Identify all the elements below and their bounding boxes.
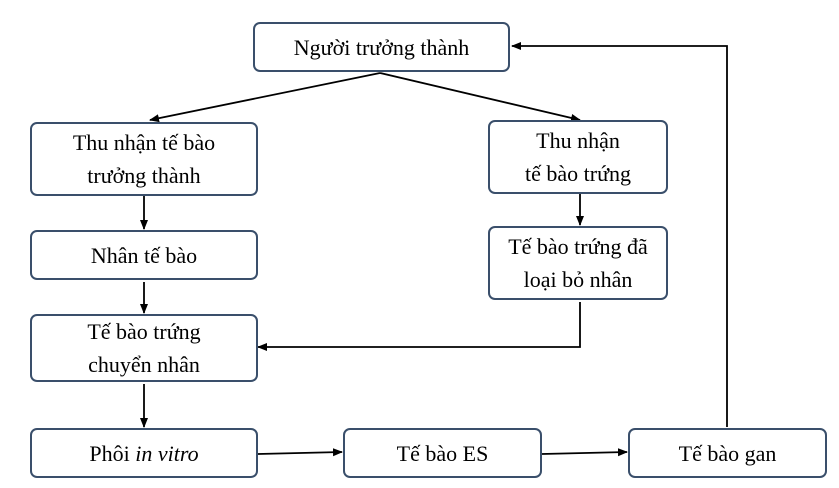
node-liver-cell: Tế bào gan — [628, 428, 827, 478]
node-embryo-prefix: Phôi — [89, 440, 136, 466]
node-harvest-adult-cells-line2: trưởng thành — [87, 163, 201, 188]
node-harvest-egg-line1: Thu nhận — [536, 128, 620, 153]
node-adult: Người trưởng thành — [253, 22, 510, 72]
arrow-adult-to-harvest-egg — [379, 72, 581, 122]
arrow-es-cell-to-liver-cell — [541, 448, 628, 457]
arrow-embryo-to-es-cell — [257, 448, 343, 457]
node-transferred-egg-line1: Tế bào trứng — [87, 319, 201, 344]
node-harvest-adult-cells-line1: Thu nhận tế bào — [72, 130, 216, 155]
node-harvest-egg: Thu nhận tế bào trứng — [488, 120, 668, 194]
node-nucleus: Nhân tế bào — [30, 230, 258, 280]
node-es-cell: Tế bào ES — [343, 428, 542, 478]
node-transferred-egg-line2: chuyển nhân — [88, 352, 200, 377]
node-embryo-italic: in vitro — [135, 440, 199, 466]
arrow-adult-to-harvest-adult-cells — [149, 72, 381, 123]
node-es-cell-label: Tế bào ES — [396, 440, 489, 466]
arrow-liver-cell-to-adult — [511, 42, 728, 427]
node-adult-label: Người trưởng thành — [293, 34, 470, 60]
node-nucleus-label: Nhân tế bào — [90, 242, 198, 268]
node-embryo-label: Phôi in vitro — [89, 437, 198, 470]
node-enucleated-egg-line1: Tế bào trứng đã — [508, 234, 648, 259]
node-liver-cell-label: Tế bào gan — [678, 440, 777, 466]
node-transferred-egg: Tế bào trứng chuyển nhân — [30, 314, 258, 382]
node-embryo: Phôi in vitro — [30, 428, 258, 478]
node-harvest-adult-cells: Thu nhận tế bào trưởng thành — [30, 122, 258, 196]
arrow-enucleated-to-transferred-egg — [257, 302, 581, 351]
node-harvest-egg-line2: tế bào trứng — [524, 161, 631, 186]
node-enucleated-egg: Tế bào trứng đã loại bỏ nhân — [488, 226, 668, 300]
node-enucleated-egg-line2: loại bỏ nhân — [523, 267, 633, 292]
